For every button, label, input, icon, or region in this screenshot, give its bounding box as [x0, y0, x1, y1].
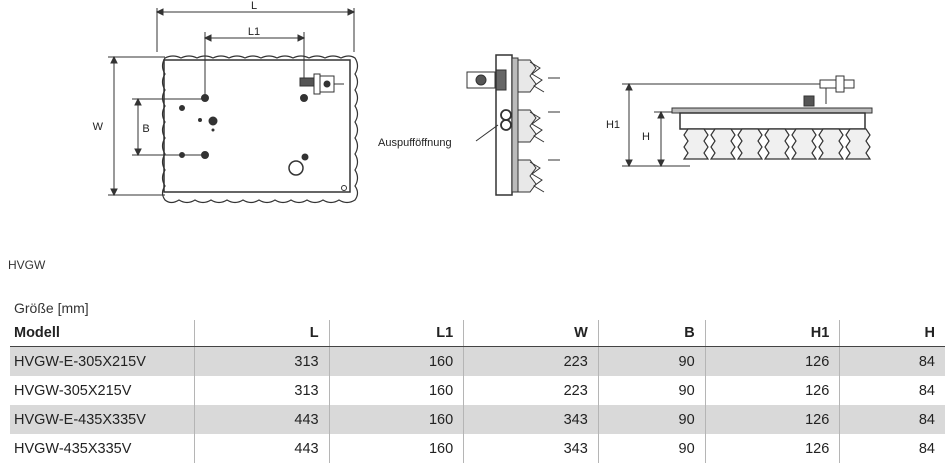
- cell-H1: 126: [704, 434, 840, 463]
- table-row: HVGW-E-435X335V 443 160 343 90 126 84: [10, 405, 945, 434]
- exhaust-port-label: Auspufföffnung: [378, 137, 452, 149]
- cell-H: 84: [839, 434, 945, 463]
- dim-label-B: B: [142, 123, 149, 135]
- technical-drawing: L L1 W B Auspufföffnung H1 H: [93, 0, 873, 204]
- dim-label-L: L: [251, 0, 257, 12]
- cell-B: 90: [597, 434, 706, 463]
- cell-H1: 126: [704, 346, 840, 376]
- suction-cup: [682, 128, 710, 160]
- suction-cup: [844, 128, 872, 160]
- dim-label-L1: L1: [248, 26, 260, 38]
- cell-model: HVGW-305X215V: [14, 382, 132, 399]
- cell-B: 90: [597, 346, 706, 376]
- table-row: HVGW-E-305X215V 313 160 223 90 126 84: [10, 346, 945, 376]
- table-row: HVGW-435X335V 443 160 343 90 126 84: [10, 434, 945, 463]
- spec-table: Modell L L1 W B H1 H HVGW-E-305X215V 313…: [10, 320, 945, 463]
- cell-L: 313: [194, 376, 330, 405]
- cell-W: 343: [463, 434, 599, 463]
- cell-H: 84: [839, 346, 945, 376]
- cell-H1: 126: [704, 405, 840, 434]
- suction-cup: [709, 128, 737, 160]
- series-label: HVGW: [8, 258, 46, 272]
- suction-cup: [763, 128, 791, 160]
- cell-model: HVGW-E-435X335V: [10, 405, 195, 434]
- dim-label-H1: H1: [606, 119, 620, 131]
- cell-H: 84: [839, 376, 945, 405]
- cell-H1: 126: [704, 376, 840, 405]
- table-header-row: Modell L L1 W B H1 H: [10, 320, 945, 347]
- col-header-L1: L1: [328, 320, 464, 347]
- col-header-H1: H1: [704, 320, 840, 347]
- col-header-B: B: [597, 320, 706, 347]
- cell-L: 443: [194, 434, 330, 463]
- col-header-L: L: [194, 320, 330, 347]
- cell-W: 343: [463, 405, 599, 434]
- suction-cup: [790, 128, 818, 160]
- cell-W: 223: [463, 376, 599, 405]
- cell-L1: 160: [328, 434, 464, 463]
- cell-L1: 160: [328, 405, 464, 434]
- suction-cup: [817, 128, 845, 160]
- col-header-H: H: [839, 320, 945, 347]
- cell-B: 90: [597, 376, 706, 405]
- cell-H: 84: [839, 405, 945, 434]
- cell-L: 443: [194, 405, 330, 434]
- dim-label-W: W: [93, 121, 104, 133]
- col-header-W: W: [463, 320, 599, 347]
- cell-B: 90: [597, 405, 706, 434]
- cell-L1: 160: [328, 346, 464, 376]
- col-header-model: Modell: [10, 320, 195, 347]
- cell-L: 313: [194, 346, 330, 376]
- suction-cup: [736, 128, 764, 160]
- dim-label-H: H: [642, 131, 650, 143]
- table-row: HVGW-305X215V 313 160 223 90 126 84: [10, 376, 945, 405]
- cell-model: HVGW-E-305X215V: [10, 346, 195, 376]
- size-unit-label: Größe [mm]: [14, 300, 89, 316]
- cell-L1: 160: [328, 376, 464, 405]
- cell-W: 223: [463, 346, 599, 376]
- cell-model: HVGW-435X335V: [14, 440, 132, 457]
